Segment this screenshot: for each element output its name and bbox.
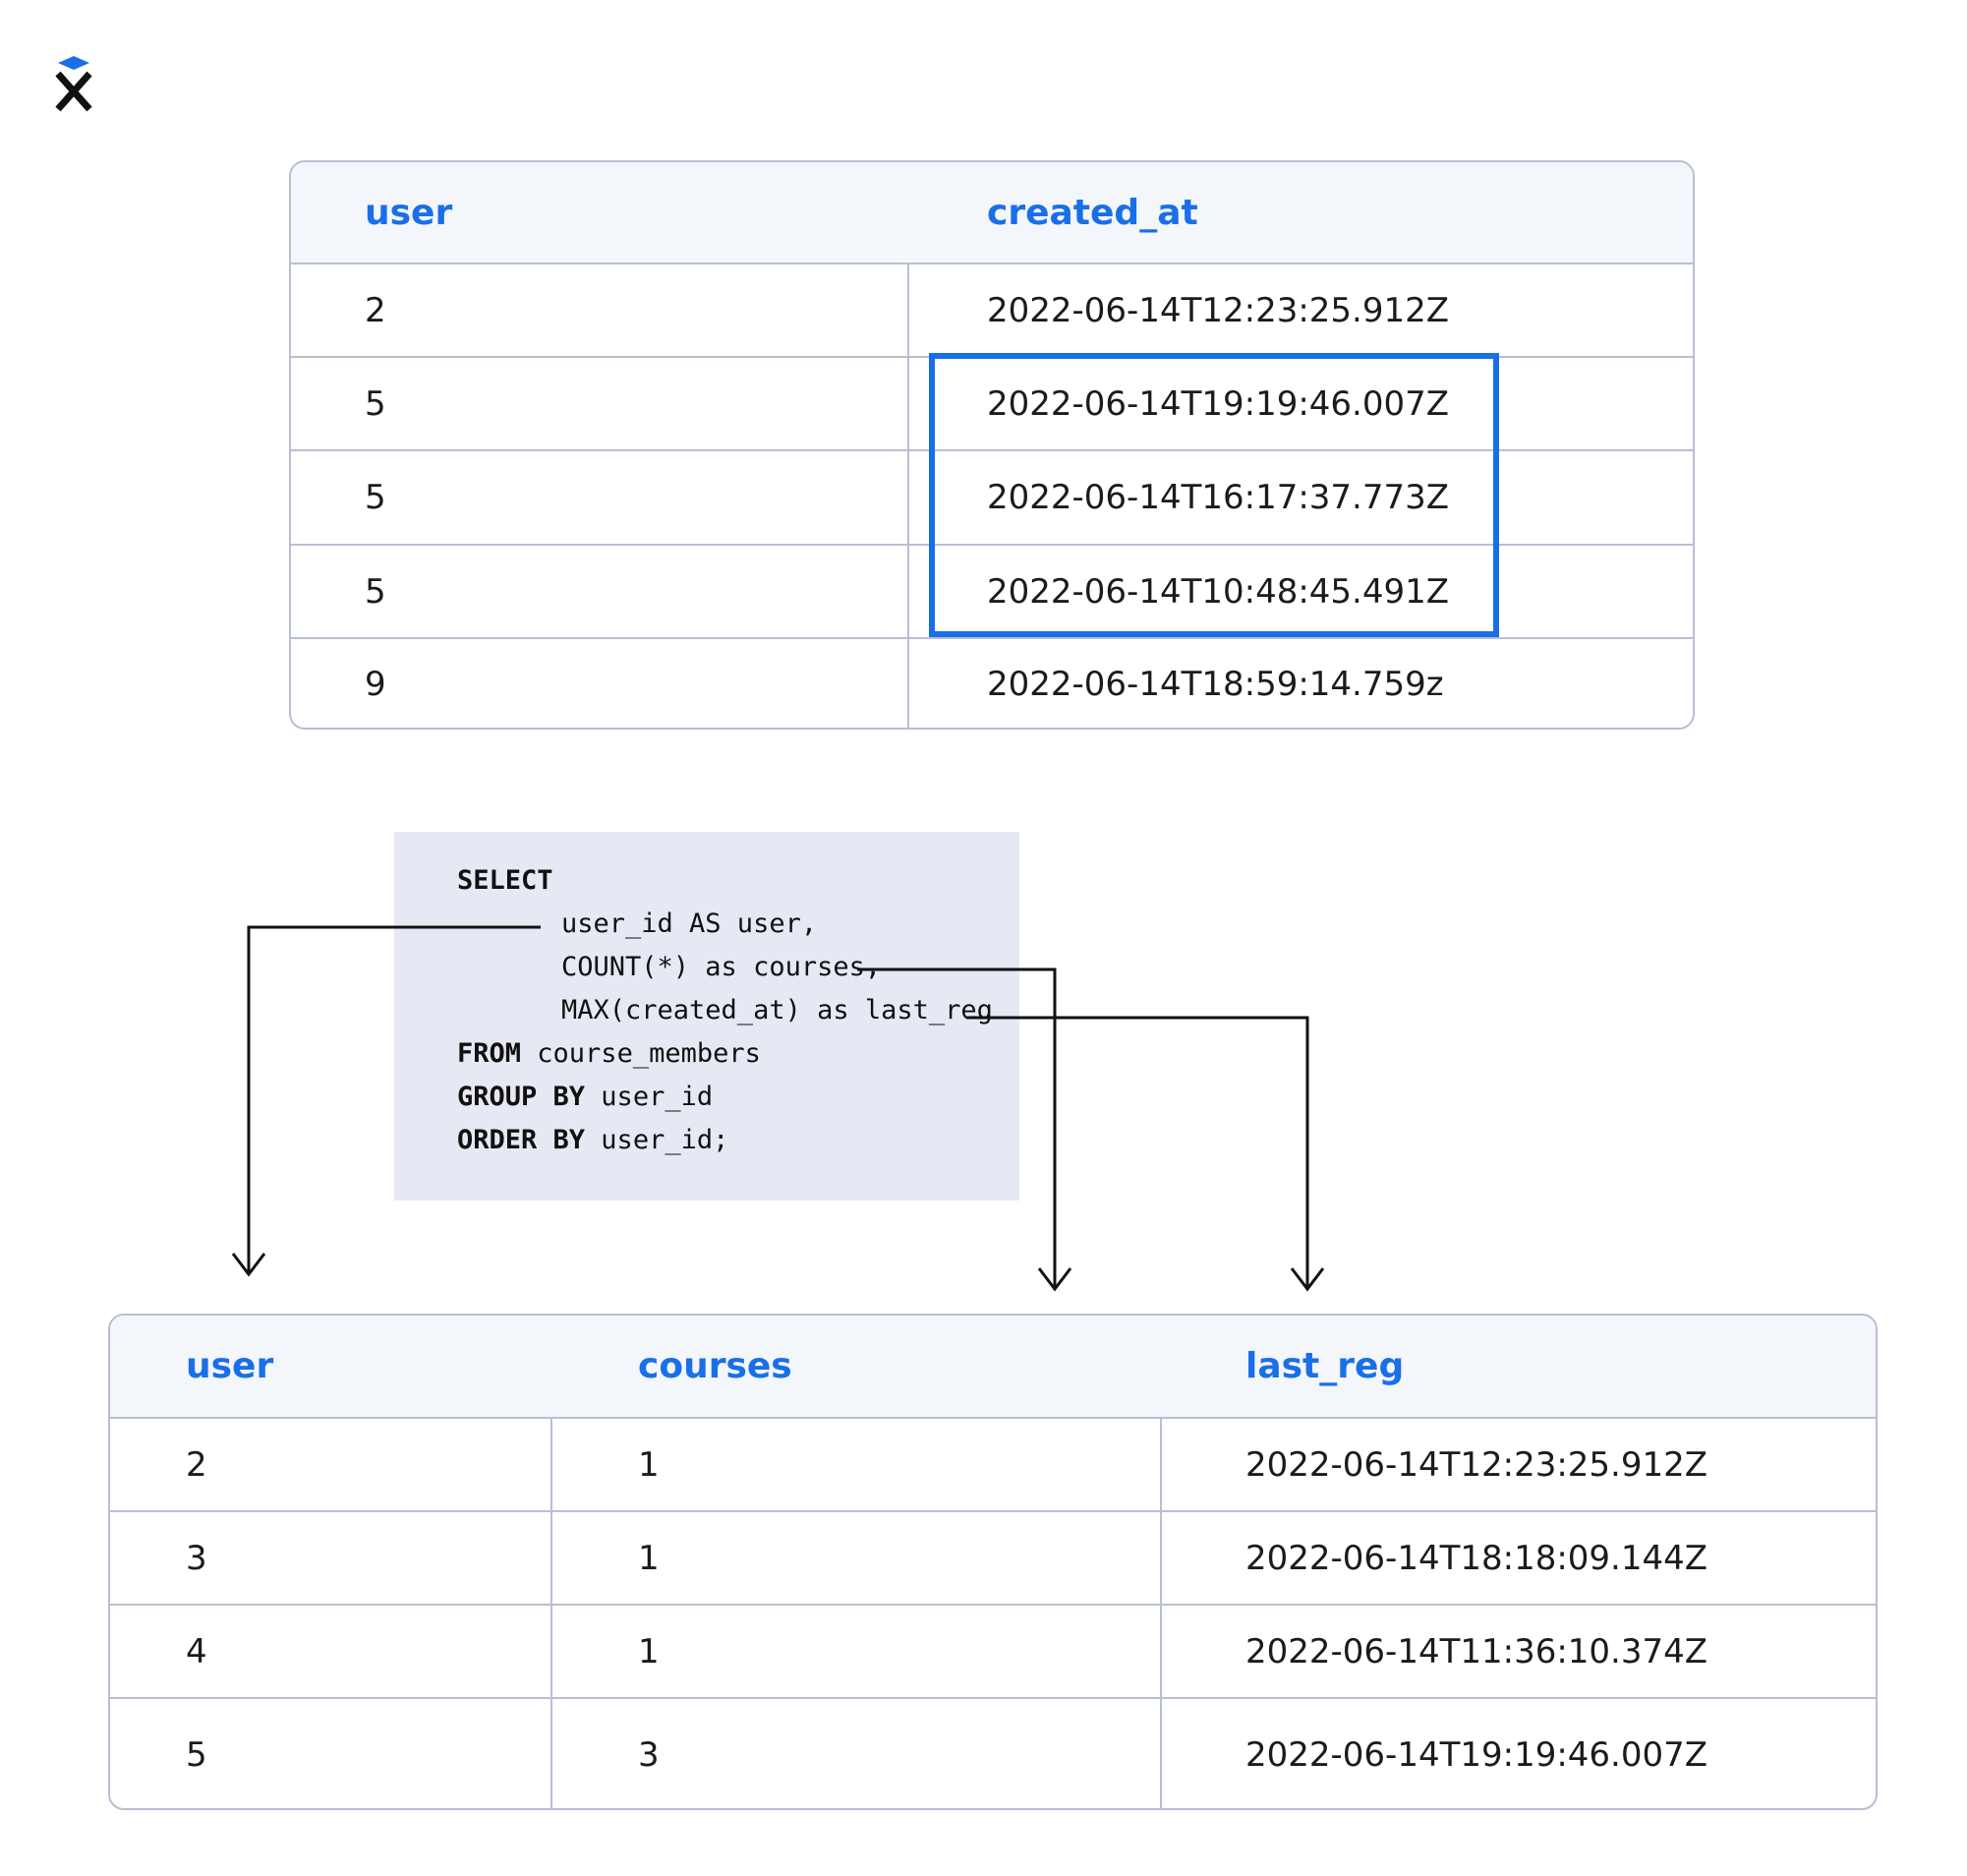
cell-user: 5 xyxy=(365,478,386,517)
result-table: user courses last_reg 2 1 2022-06-14T12:… xyxy=(108,1314,1878,1810)
sql-code-block: SELECT user_id AS user, COUNT(*) as cour… xyxy=(394,832,1019,1201)
table-row: 2 2022-06-14T12:23:25.912Z xyxy=(291,264,1693,358)
cell-last-reg: 2022-06-14T18:18:09.144Z xyxy=(1245,1538,1708,1578)
cell-user: 2 xyxy=(186,1444,207,1485)
cell-user: 5 xyxy=(186,1734,207,1775)
arrow-last-reg-head xyxy=(1290,1267,1325,1292)
table-header-row: user courses last_reg xyxy=(110,1316,1876,1419)
code-line-select: SELECT xyxy=(457,865,553,896)
table-row: 9 2022-06-14T18:59:14.759z xyxy=(291,639,1693,728)
cell-user: 5 xyxy=(365,383,386,424)
arrow-courses-head xyxy=(1037,1267,1072,1292)
header-created-at: created_at xyxy=(987,192,1198,233)
cell-created-at: 2022-06-14T19:19:46.007Z xyxy=(987,383,1450,424)
source-table: user created_at 2 2022-06-14T12:23:25.91… xyxy=(289,160,1695,730)
code-line-max: MAX(created_at) as last_reg xyxy=(561,995,993,1026)
header-user: user xyxy=(365,192,453,233)
table-row: 3 1 2022-06-14T18:18:09.144Z xyxy=(110,1512,1876,1606)
code-line-order-by: ORDER BY user_id; xyxy=(457,1125,729,1155)
cell-courses: 1 xyxy=(638,1631,660,1671)
code-line-group-by: GROUP BY user_id xyxy=(457,1082,714,1112)
cell-courses: 1 xyxy=(638,1538,660,1578)
header-last-reg: last_reg xyxy=(1245,1346,1405,1386)
cell-user: 4 xyxy=(186,1631,207,1671)
table-row: 2 1 2022-06-14T12:23:25.912Z xyxy=(110,1419,1876,1512)
x-logo-icon xyxy=(55,56,92,112)
column-divider xyxy=(1160,1316,1162,1808)
cell-last-reg: 2022-06-14T11:36:10.374Z xyxy=(1245,1631,1708,1671)
header-courses: courses xyxy=(638,1346,792,1386)
code-line-from: FROM course_members xyxy=(457,1038,761,1069)
cell-created-at: 2022-06-14T18:59:14.759z xyxy=(987,665,1444,704)
cell-courses: 1 xyxy=(638,1444,660,1485)
header-user: user xyxy=(186,1346,274,1386)
table-row: 5 2022-06-14T10:48:45.491Z xyxy=(291,546,1693,639)
arrow-user-head xyxy=(231,1253,266,1277)
table-row: 5 2022-06-14T19:19:46.007Z xyxy=(291,358,1693,451)
cell-created-at: 2022-06-14T12:23:25.912Z xyxy=(987,290,1450,330)
column-divider xyxy=(907,162,909,728)
cell-user: 5 xyxy=(365,571,386,612)
code-line-user: user_id AS user, xyxy=(561,909,818,939)
code-line-count: COUNT(*) as courses, xyxy=(561,952,882,982)
cell-last-reg: 2022-06-14T12:23:25.912Z xyxy=(1245,1444,1708,1485)
cell-user: 9 xyxy=(365,665,386,704)
table-row: 5 3 2022-06-14T19:19:46.007Z xyxy=(110,1699,1876,1808)
cell-user: 3 xyxy=(186,1538,207,1578)
user-5-highlight-box xyxy=(929,353,1499,637)
cell-user: 2 xyxy=(365,290,386,330)
table-header-row: user created_at xyxy=(291,162,1693,264)
cell-created-at: 2022-06-14T16:17:37.773Z xyxy=(987,478,1450,517)
table-row: 5 2022-06-14T16:17:37.773Z xyxy=(291,451,1693,546)
table-row: 4 1 2022-06-14T11:36:10.374Z xyxy=(110,1606,1876,1699)
cell-courses: 3 xyxy=(638,1734,660,1775)
cell-last-reg: 2022-06-14T19:19:46.007Z xyxy=(1245,1734,1708,1775)
column-divider xyxy=(550,1316,552,1808)
cell-created-at: 2022-06-14T10:48:45.491Z xyxy=(987,571,1450,612)
